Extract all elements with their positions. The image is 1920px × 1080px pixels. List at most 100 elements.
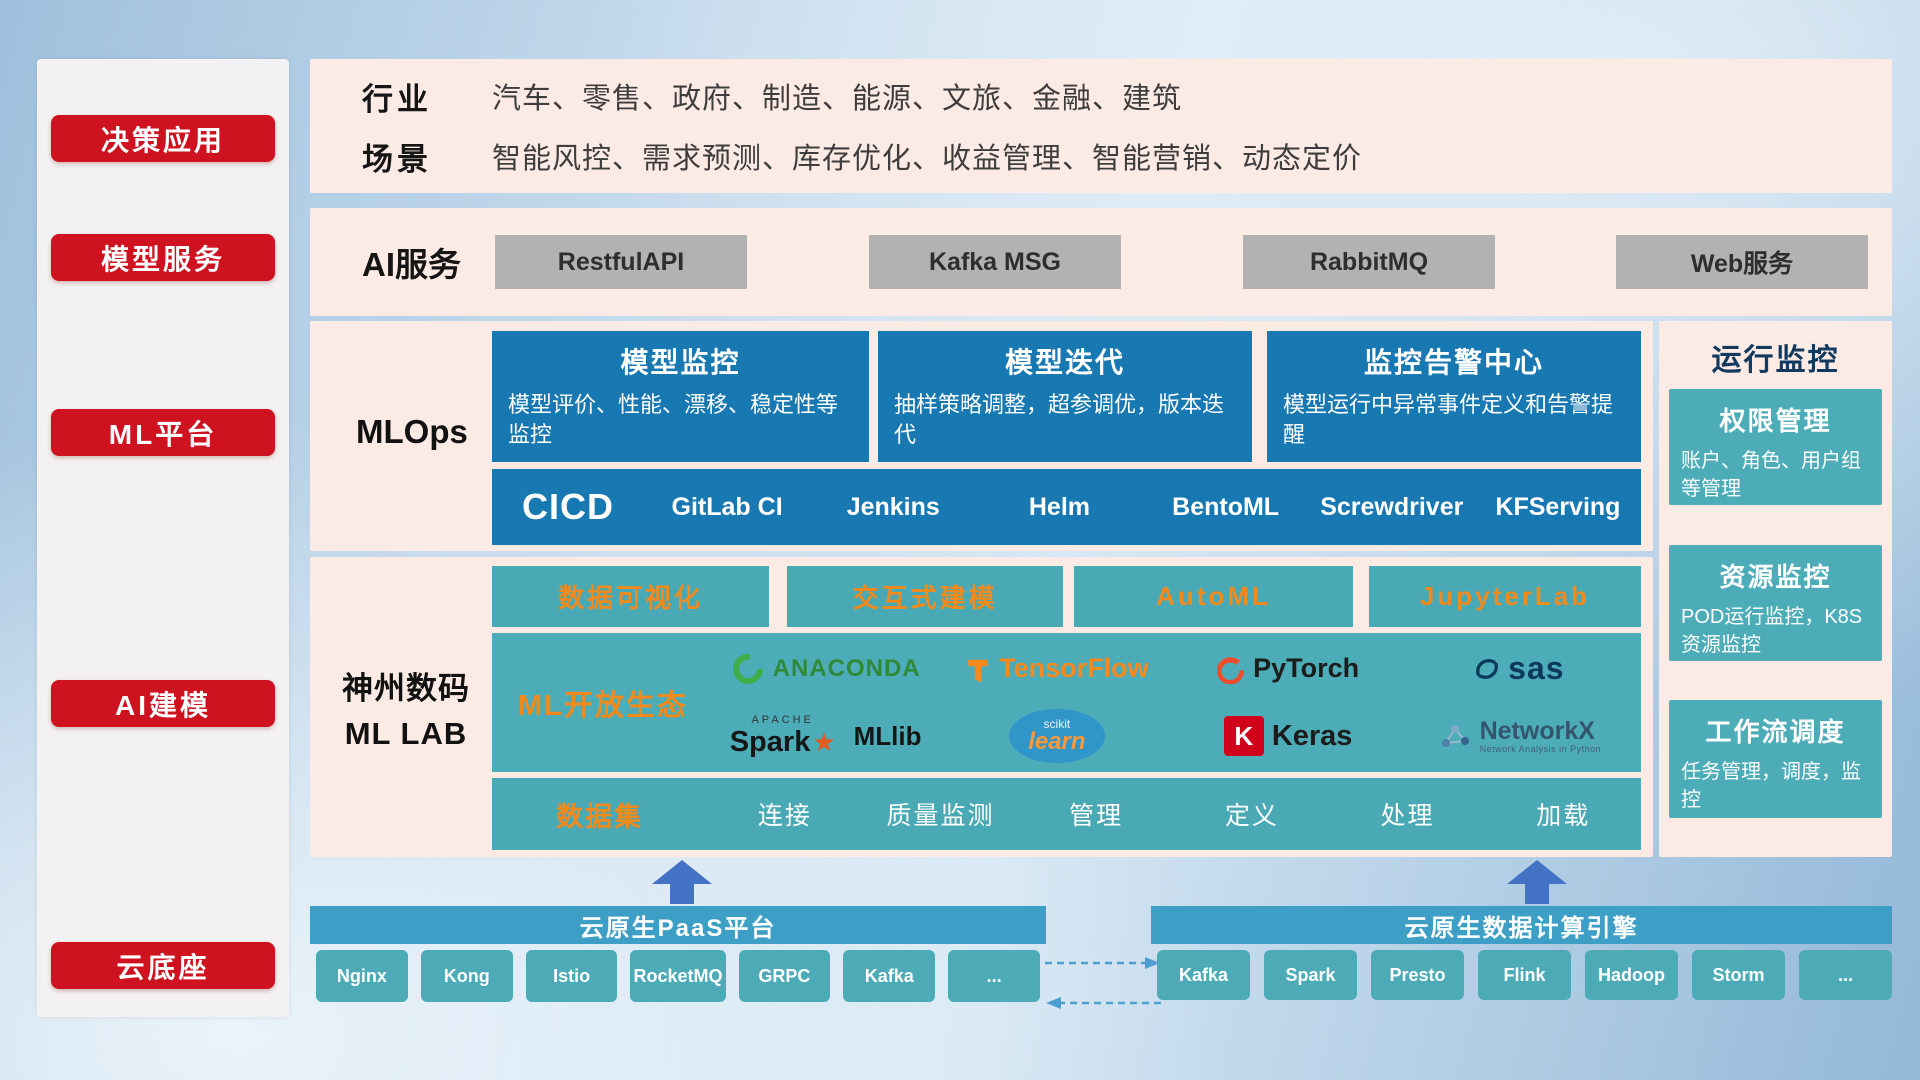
tool-data-visualization[interactable]: 数据可视化 xyxy=(492,566,769,627)
chip-hadoop[interactable]: Hadoop xyxy=(1585,950,1678,1000)
dataset-label: 数据集 xyxy=(556,801,643,832)
cicd-tool-jenkins: Jenkins xyxy=(846,492,940,521)
up-arrow-paas xyxy=(652,860,712,904)
card-title: 工作流调度 xyxy=(1705,717,1846,747)
chip-nginx[interactable]: Nginx xyxy=(316,950,408,1002)
industry-list: 汽车、零售、政府、制造、能源、文旅、金融、建筑 xyxy=(492,83,1183,115)
chip-more-engine[interactable]: ... xyxy=(1799,950,1892,1000)
service-restfulapi[interactable]: RestfulAPI xyxy=(495,235,747,289)
cicd-tool-bentoml: BentoML xyxy=(1172,492,1280,521)
anaconda-icon xyxy=(732,653,763,684)
pytorch-logo: PyTorch xyxy=(1217,653,1359,684)
dataset-bar: 数据集 连接 质量监测 管理 定义 处理 加载 xyxy=(492,778,1641,850)
pytorch-text: PyTorch xyxy=(1253,653,1360,684)
paas-chip-row: Nginx Kong Istio RocketMQ GRPC Kafka ... xyxy=(316,950,1040,1002)
card-resource-monitor: 资源监控 POD运行监控，K8S资源监控 xyxy=(1669,545,1882,661)
tool-automl[interactable]: AutoML xyxy=(1074,566,1353,627)
sas-logo: sas xyxy=(1474,650,1564,687)
dataset-item-manage: 管理 xyxy=(1069,802,1124,830)
up-arrow-engine xyxy=(1507,860,1567,904)
chip-kong[interactable]: Kong xyxy=(420,950,513,1002)
spark-star-icon: ★ xyxy=(812,727,836,758)
mllab-panel: 神州数码 ML LAB 数据可视化 交互式建模 AutoML JupyterLa… xyxy=(310,557,1653,857)
tensorflow-logo: TensorFlow xyxy=(965,653,1149,684)
chip-kafka[interactable]: Kafka xyxy=(843,950,936,1002)
dataset-item-process: 处理 xyxy=(1380,802,1435,830)
sas-icon xyxy=(1476,658,1499,679)
chip-flink[interactable]: Flink xyxy=(1478,950,1571,1000)
runtime-monitor-title: 运行监控 xyxy=(1711,344,1840,377)
dataset-item-quality: 质量监测 xyxy=(886,802,995,830)
scene-row: 场景 智能风控、需求预测、库存优化、收益管理、智能营销、动态定价 xyxy=(310,126,1892,186)
service-kafka-msg[interactable]: Kafka MSG xyxy=(869,235,1121,289)
mlops-label: MLOps xyxy=(356,413,468,450)
ecosystem-logo-grid: ANACONDA TensorFlow PyTorch xyxy=(710,635,1635,770)
industry-label: 行业 xyxy=(362,81,432,117)
sidebar-item-cloud-base[interactable]: 云底座 xyxy=(51,942,275,989)
sas-text: sas xyxy=(1508,650,1565,687)
card-model-iteration: 模型迭代 抽样策略调整，超参调优，版本迭代 xyxy=(878,331,1252,462)
data-engine-title: 云原生数据计算引擎 xyxy=(1151,906,1892,944)
dataset-item-connect: 连接 xyxy=(757,802,812,830)
scikit-learn-logo: scikit learn xyxy=(1008,709,1105,764)
card-alert-center: 监控告警中心 模型运行中异常事件定义和告警提醒 xyxy=(1267,331,1641,462)
scikit-text: scikit xyxy=(1043,717,1071,732)
data-flow-arrows xyxy=(1045,957,1161,1009)
ai-service-panel: AI服务 RestfulAPI Kafka MSG RabbitMQ Web服务 xyxy=(310,208,1892,316)
service-rabbitmq[interactable]: RabbitMQ xyxy=(1243,235,1495,289)
cicd-tool-kfserving: KFServing xyxy=(1495,492,1621,521)
scikit-learn-icon: scikit learn xyxy=(1008,709,1105,764)
scene-label: 场景 xyxy=(362,141,432,177)
card-desc: 抽样策略调整，超参调优，版本迭代 xyxy=(894,392,1225,447)
card-title: 资源监控 xyxy=(1719,562,1832,592)
card-workflow-scheduling: 工作流调度 任务管理，调度，监控 xyxy=(1669,700,1882,818)
left-sidebar: 决策应用 模型服务 ML平台 AI建模 云底座 xyxy=(37,59,289,1017)
cicd-label: CICD xyxy=(522,486,614,527)
ecosystem-label: ML开放生态 xyxy=(518,689,688,722)
card-title: 模型监控 xyxy=(620,347,741,378)
learn-text: learn xyxy=(1028,728,1086,756)
card-desc: 任务管理，调度，监控 xyxy=(1681,761,1861,811)
tool-interactive-modeling[interactable]: 交互式建模 xyxy=(787,566,1063,627)
card-title: 模型迭代 xyxy=(1004,347,1125,378)
ml-open-ecosystem-box: ML开放生态 ANACONDA TensorFlow xyxy=(492,633,1641,772)
industry-row: 行业 汽车、零售、政府、制造、能源、文旅、金融、建筑 xyxy=(310,66,1892,126)
chip-grpc[interactable]: GRPC xyxy=(738,950,831,1002)
spark-wordmark: APACHE Spark★ xyxy=(730,715,836,757)
cicd-tool-screwdriver: Screwdriver xyxy=(1320,492,1464,521)
pytorch-icon xyxy=(1217,657,1245,684)
sidebar-item-decision-app[interactable]: 决策应用 xyxy=(51,115,275,162)
card-title: 监控告警中心 xyxy=(1363,347,1544,378)
mllab-label-line1: 神州数码 xyxy=(342,670,470,706)
tensorflow-text: TensorFlow xyxy=(999,653,1149,684)
networkx-icon xyxy=(1441,725,1469,748)
service-web[interactable]: Web服务 xyxy=(1616,235,1868,289)
cicd-tool-gitlab-ci: GitLab CI xyxy=(671,492,783,521)
sidebar-item-model-service[interactable]: 模型服务 xyxy=(51,234,275,281)
card-permission-mgmt: 权限管理 账户、角色、用户组等管理 xyxy=(1669,389,1882,505)
mllab-label: 神州数码 ML LAB xyxy=(322,557,490,857)
runtime-monitor-panel: 运行监控 权限管理 账户、角色、用户组等管理 资源监控 POD运行监控，K8S资… xyxy=(1659,321,1892,857)
mlops-panel: MLOps 模型监控 模型评价、性能、漂移、稳定性等监控 模型迭代 抽样策略调整… xyxy=(310,321,1653,551)
ai-service-label: AI服务 xyxy=(362,246,461,283)
chip-presto[interactable]: Presto xyxy=(1371,950,1464,1000)
sidebar-item-ai-modeling[interactable]: AI建模 xyxy=(51,680,275,727)
tool-jupyterlab[interactable]: JupyterLab xyxy=(1369,566,1641,627)
anaconda-text: ANACONDA xyxy=(772,654,921,682)
chip-istio[interactable]: Istio xyxy=(525,950,618,1002)
card-desc: 模型评价、性能、漂移、稳定性等监控 xyxy=(508,392,839,447)
spark-text: Spark★ xyxy=(729,726,836,759)
chip-more-paas[interactable]: ... xyxy=(948,950,1040,1002)
chip-rocketmq[interactable]: RocketMQ xyxy=(630,950,726,1002)
apache-text: APACHE xyxy=(751,714,814,727)
networkx-wordmark: NetworkX Network Analysis in Python xyxy=(1480,718,1602,754)
chip-storm[interactable]: Storm xyxy=(1692,950,1785,1000)
tensorflow-icon xyxy=(968,659,988,683)
chip-kafka-engine[interactable]: Kafka xyxy=(1157,950,1250,1000)
card-title: 权限管理 xyxy=(1719,406,1832,436)
sidebar-item-ml-platform[interactable]: ML平台 xyxy=(51,409,275,456)
keras-k-icon: K xyxy=(1223,716,1264,757)
chip-spark[interactable]: Spark xyxy=(1264,950,1357,1000)
mllib-text: MLlib xyxy=(853,720,922,751)
